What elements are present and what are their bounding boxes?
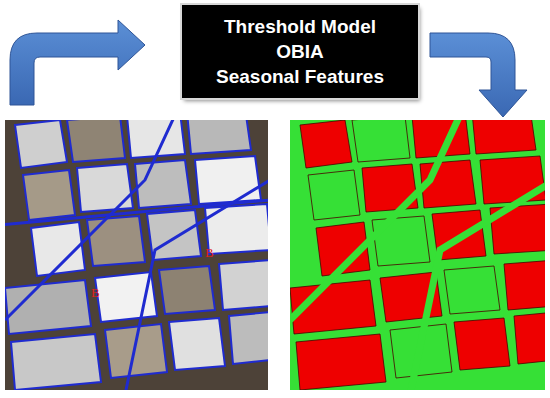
box-text: Seasonal Features xyxy=(216,64,384,89)
parcel-label: B xyxy=(91,286,100,299)
flow-arrow xyxy=(430,33,527,117)
box-text: Threshold Model xyxy=(224,14,376,39)
flow-arrow xyxy=(10,20,145,105)
box-text: OBIA xyxy=(276,39,324,64)
parcel-label: B xyxy=(205,246,214,259)
satellite-image xyxy=(5,120,268,390)
classification-map xyxy=(290,120,545,390)
title-box: Threshold ModelOBIASeasonal Features xyxy=(182,5,418,98)
